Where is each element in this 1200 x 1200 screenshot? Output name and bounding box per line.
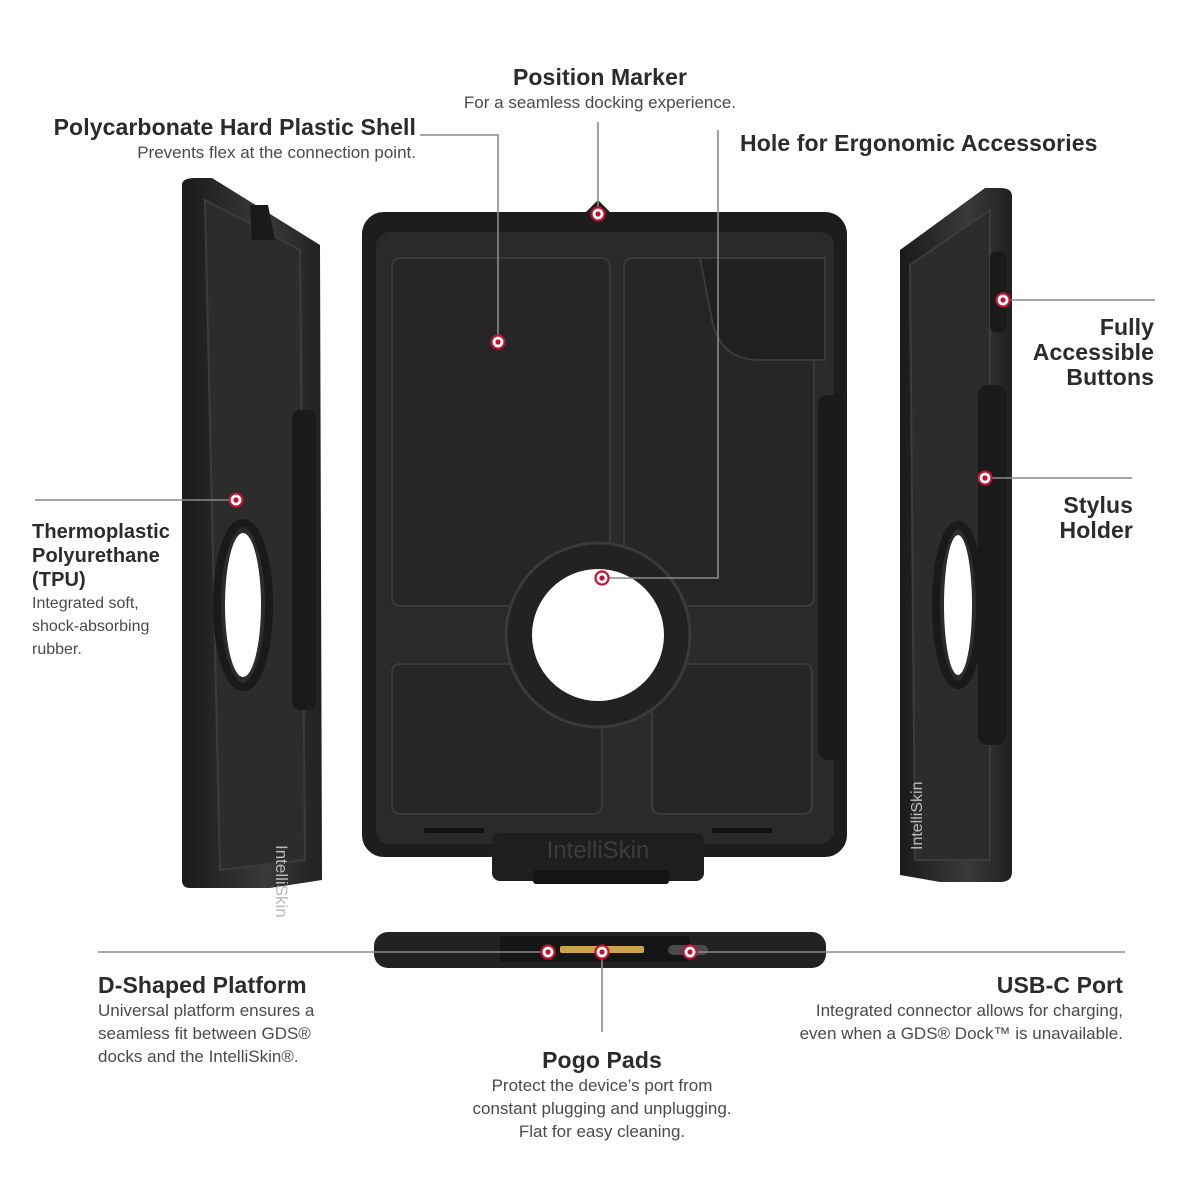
position-marker-title: Position Marker	[512, 64, 688, 90]
left-side-case: IntelliSkin	[182, 178, 322, 918]
dock-brand-text: IntelliSkin	[547, 837, 650, 864]
d-platform-title: D-Shaped Platform	[98, 972, 307, 998]
position-marker-desc: For a seamless docking experience.	[463, 93, 737, 112]
tpu-title-1: Thermoplastic	[32, 521, 170, 543]
stylus-title-2: Holder	[1059, 517, 1133, 543]
tpu-desc-3: rubber.	[32, 641, 82, 658]
callout-markers	[228, 206, 1011, 960]
marker-shell	[490, 334, 506, 350]
marker-buttons	[995, 292, 1011, 308]
shell-desc: Prevents flex at the connection point.	[137, 143, 416, 162]
buttons-title-1: Fully	[1099, 314, 1154, 340]
buttons-title-3: Buttons	[1066, 364, 1154, 390]
tpu-title-3: (TPU)	[32, 569, 86, 591]
tpu-desc-2: shock-absorbing	[32, 618, 150, 635]
line-hole	[602, 130, 719, 579]
callout-stylus: Stylus Holder	[1000, 493, 1133, 543]
left-side-brand-text: IntelliSkin	[272, 845, 291, 918]
tpu-desc-1: Integrated soft,	[32, 595, 139, 612]
buttons-title-2: Accessible	[1032, 339, 1154, 365]
d-platform-desc-2: seamless fit between GDS®	[98, 1024, 311, 1043]
marker-pogo	[594, 944, 610, 960]
line-shell	[420, 134, 499, 342]
callout-d-platform: D-Shaped Platform Universal platform ens…	[98, 972, 428, 1068]
d-platform-desc-3: docks and the IntelliSkin®.	[98, 1047, 299, 1066]
marker-usbc	[682, 944, 698, 960]
usbc-desc-1: Integrated connector allows for charging…	[815, 1001, 1123, 1020]
marker-stylus	[977, 470, 993, 486]
callout-usbc: USB-C Port Integrated connector allows f…	[742, 972, 1123, 1045]
marker-hole	[594, 570, 610, 586]
marker-tpu	[228, 492, 244, 508]
hole-title: Hole for Ergonomic Accessories	[740, 130, 1098, 156]
callout-position-marker: Position Marker For a seamless docking e…	[400, 64, 800, 114]
callout-pogo: Pogo Pads Protect the device’s port from…	[402, 1047, 802, 1143]
usbc-title: USB-C Port	[996, 972, 1123, 998]
pogo-title: Pogo Pads	[542, 1047, 662, 1073]
marker-position	[590, 206, 606, 222]
marker-d-platform	[540, 944, 556, 960]
right-side-case: IntelliSkin	[900, 188, 1012, 882]
shell-title: Polycarbonate Hard Plastic Shell	[53, 114, 416, 140]
callout-shell: Polycarbonate Hard Plastic Shell Prevent…	[20, 114, 416, 164]
usbc-desc-2: even when a GDS® Dock™ is unavailable.	[799, 1024, 1123, 1043]
tpu-title-2: Polyurethane	[32, 545, 160, 567]
d-platform-desc-1: Universal platform ensures a	[98, 1001, 315, 1020]
callout-buttons: Fully Accessible Buttons	[1000, 315, 1154, 390]
callout-tpu: Thermoplastic Polyurethane (TPU) Integra…	[32, 520, 222, 661]
pogo-desc-3: Flat for easy cleaning.	[518, 1122, 686, 1141]
leader-lines	[35, 122, 1155, 1032]
pogo-desc-2: constant plugging and unplugging.	[472, 1099, 732, 1118]
center-case: IntelliSkin	[362, 200, 847, 884]
right-side-brand-text: IntelliSkin	[909, 782, 926, 850]
pogo-desc-1: Protect the device’s port from	[491, 1076, 713, 1095]
stylus-title-1: Stylus	[1063, 492, 1133, 518]
callout-hole: Hole for Ergonomic Accessories	[740, 130, 1180, 157]
